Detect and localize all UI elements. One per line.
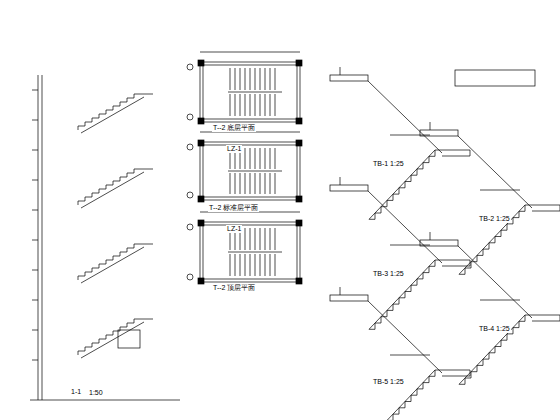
stair-slab: [369, 150, 435, 219]
stair-steps: [78, 94, 141, 130]
drawing-label: LZ-1: [226, 225, 242, 233]
stair-slab: [459, 205, 525, 274]
drawing-label: TB-5 1:25: [372, 378, 405, 386]
drawing-label: TB-4 1:25: [478, 325, 511, 333]
stair-steps: [369, 260, 435, 329]
stair-steps: [459, 315, 525, 384]
stair-slab: [81, 322, 144, 358]
stair-slab: [81, 247, 144, 283]
drawing-label: T--2 顶层平面: [212, 284, 256, 292]
drawing-label: TB-2 1:25: [478, 215, 511, 223]
drawing-label: 1-1: [70, 388, 82, 396]
drawing-label: LZ-1: [226, 145, 242, 153]
stair-slab: [81, 97, 144, 133]
stair-steps: [78, 244, 141, 280]
stair-slab: [459, 315, 525, 384]
drawing-label: TB-1 1:25: [372, 160, 405, 168]
stair-slab: [81, 172, 144, 208]
drawing-label: T--2 底层平面: [212, 124, 256, 132]
stair-steps: [78, 319, 141, 355]
drawing-label: TB-3 1:25: [372, 270, 405, 278]
drawing-label: 1:50: [88, 389, 104, 397]
stair-steps: [369, 150, 435, 219]
stair-steps: [459, 205, 525, 274]
stair-slab: [369, 260, 435, 329]
stair-steps: [369, 370, 435, 420]
stair-steps: [78, 169, 141, 205]
stair-slab: [369, 370, 435, 420]
drawing-label: T--2 标准层平面: [208, 204, 259, 212]
